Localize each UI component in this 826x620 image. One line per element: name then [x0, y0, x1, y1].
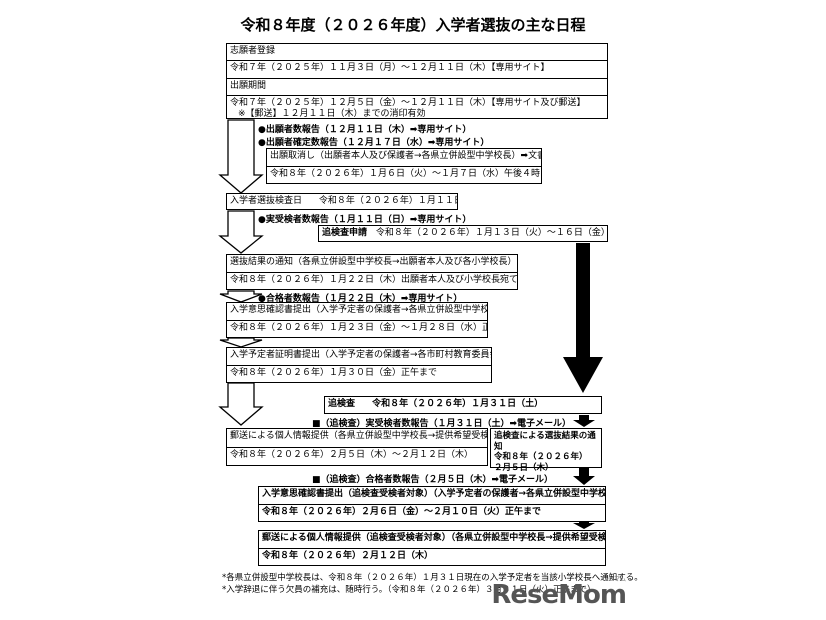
- intent-box: 入学意思確認書提出（入学予定者の保護者→各県立併設型中学校長） 令和８年（２０２…: [226, 302, 488, 338]
- report-makeup-passed: ■（追検査）合格者数報告（２月５日（木）➡電子メール）: [312, 475, 554, 485]
- postmark-note: ※【郵送】１２月１１日（木）までの消印有効: [238, 109, 426, 119]
- makeup-request-period: 令和８年（２０２６年）１月１３日（火）～１６日（金）正午: [375, 228, 607, 238]
- mail-info-box: 郵送による個人情報提供（各県立併設型中学校長→提供希望受検者） 令和８年（２０２…: [226, 428, 488, 466]
- mail-info-period: 令和８年（２０２６年）２月５日（木）～２月１２日（木）: [230, 450, 474, 460]
- makeup-exam-date: 令和８年（２０２６年）１月３１日（土）: [372, 399, 544, 409]
- logo-text: ReseMom: [491, 580, 627, 610]
- arrow-solid-3: [573, 468, 595, 485]
- report-applicants: ●出願者数報告（１２月１１日（木）➡専用サイト）: [258, 125, 472, 135]
- makeup-request-label: 追検査申請: [322, 228, 368, 238]
- exam-day-label: 入学者選抜検査日: [230, 196, 303, 206]
- application-period-value: 令和７年（２０２５年）１２月５日（金）～１２月１１日（木）【専用サイト及び郵送】…: [227, 96, 607, 119]
- registration-label: 志願者登録: [227, 44, 607, 61]
- makeup-mail-label: 郵送による個人情報提供（追検査受検者対象）（各県立併設型中学校長→提供希望受検者…: [259, 531, 605, 549]
- result-date: 令和８年（２０２６年）１月２２日（木）出願者本人及び小学校長宛てに通知: [230, 275, 517, 285]
- page-title: 令和８年度（２０２６年度）入学者選抜の主な日程: [240, 16, 586, 34]
- exam-day-date: 令和８年（２０２６年）１月１１日（日）: [318, 196, 457, 206]
- certificate-box: 入学予定者証明書提出（入学予定者の保護者→各市町村教育委員会） 令和８年（２０２…: [226, 347, 492, 383]
- makeup-mail-box: 郵送による個人情報提供（追検査受検者対象）（各県立併設型中学校長→提供希望受検者…: [258, 530, 606, 566]
- result-box: 選抜結果の通知（各県立併設型中学校長→出願者本人及び各小学校長）【郵送】 令和８…: [226, 254, 518, 290]
- makeup-intent-period: 令和８年（２０２６年）２月６日（金）～２月１０日（火）正午まで: [262, 507, 542, 517]
- result-label: 選抜結果の通知（各県立併設型中学校長→出願者本人及び各小学校長）【郵送】: [227, 255, 517, 273]
- makeup-result-box: 追検査による選抜結果の通知 令和８年（２０２６年） ２月５日（木）: [490, 428, 602, 473]
- makeup-exam-box: 追検査 令和８年（２０２６年）１月３１日（土）: [324, 396, 602, 414]
- withdraw-period: 令和８年（２０２６年）１月６日（火）～１月７日（水）午後４時: [270, 169, 541, 179]
- arrow-solid-4: [573, 522, 595, 529]
- arrow-outline-3: [219, 290, 263, 303]
- report-confirmed: ●出願者確定数報告（１２月１７日（水）➡専用サイト）: [258, 138, 490, 148]
- makeup-result-line2: 令和８年（２０２６年）: [494, 452, 588, 463]
- arrow-outline-4: [219, 337, 263, 348]
- intent-label: 入学意思確認書提出（入学予定者の保護者→各県立併設型中学校長）: [227, 303, 487, 321]
- report-examinees: ●実受検者数報告（１月１１日（日）➡専用サイト）: [258, 215, 472, 225]
- report-makeup-examinees: ■（追検査）実受検者数報告（１月３１日（土）➡電子メール）: [312, 419, 572, 429]
- footnote-2: *入学辞退に伴う欠員の補充は、随時行う。（令和８年（２０２６年）３月３１日（火）…: [222, 585, 596, 595]
- exam-day-box: 入学者選抜検査日 令和８年（２０２６年）１月１１日（日）: [226, 193, 458, 210]
- makeup-result-line1: 追検査による選抜結果の通知: [494, 431, 596, 452]
- logo-sub: リセマム: [601, 576, 626, 583]
- certificate-label: 入学予定者証明書提出（入学予定者の保護者→各市町村教育委員会）: [227, 348, 491, 366]
- withdraw-box: 出願取消し（出願者本人及び保護者→各県立併設型中学校長）➡文書 令和８年（２０２…: [266, 148, 542, 184]
- arrow-outline-5: [218, 382, 264, 426]
- withdraw-label: 出願取消し（出願者本人及び保護者→各県立併設型中学校長）➡文書: [267, 149, 541, 167]
- arrow-solid-2: [573, 415, 595, 427]
- application-box: 志願者登録 令和７年（２０２５年）１１月３日（月）～１２月１１日（木）【専用サイ…: [226, 43, 608, 119]
- makeup-intent-label: 入学意思確認書提出（追検査受検者対象）（入学予定者の保護者→各県立併設型中学校長…: [259, 487, 605, 505]
- makeup-request-box: 追検査申請 令和８年（２０２６年）１月１３日（火）～１６日（金）正午: [318, 225, 608, 242]
- application-period: 令和７年（２０２５年）１２月５日（金）～１２月１１日（木）【専用サイト及び郵送】: [230, 98, 586, 108]
- application-period-label: 出願期間: [227, 79, 607, 96]
- makeup-intent-box: 入学意思確認書提出（追検査受検者対象）（入学予定者の保護者→各県立併設型中学校長…: [258, 486, 606, 522]
- makeup-mail-date: 令和８年（２０２６年）２月１２日（木）: [262, 551, 434, 561]
- footnote-1: *各県立併設型中学校長は、令和８年（２０２６年）１月３１日現在の入学予定者を当該…: [222, 573, 643, 583]
- certificate-deadline: 令和８年（２０２６年）１月３０日（金）正午まで: [230, 368, 438, 378]
- makeup-exam-label: 追検査: [328, 399, 356, 409]
- registration-period: 令和７年（２０２５年）１１月３日（月）～１２月１１日（木）【専用サイト】: [227, 61, 607, 79]
- resemom-logo: ReseMom リセマム: [491, 576, 627, 610]
- arrow-solid-main: [563, 243, 603, 393]
- arrow-outline-2: [218, 210, 264, 254]
- report-passed: ●合格者数報告（１月２２日（木）➡専用サイト）: [258, 294, 463, 304]
- mail-info-label: 郵送による個人情報提供（各県立併設型中学校長→提供希望受検者）: [227, 429, 487, 448]
- arrow-outline-1: [218, 119, 264, 194]
- makeup-result-line3: ２月５日（木）: [494, 462, 554, 473]
- intent-period: 令和８年（２０２６年）１月２３日（金）～１月２８日（水）正午: [230, 323, 487, 333]
